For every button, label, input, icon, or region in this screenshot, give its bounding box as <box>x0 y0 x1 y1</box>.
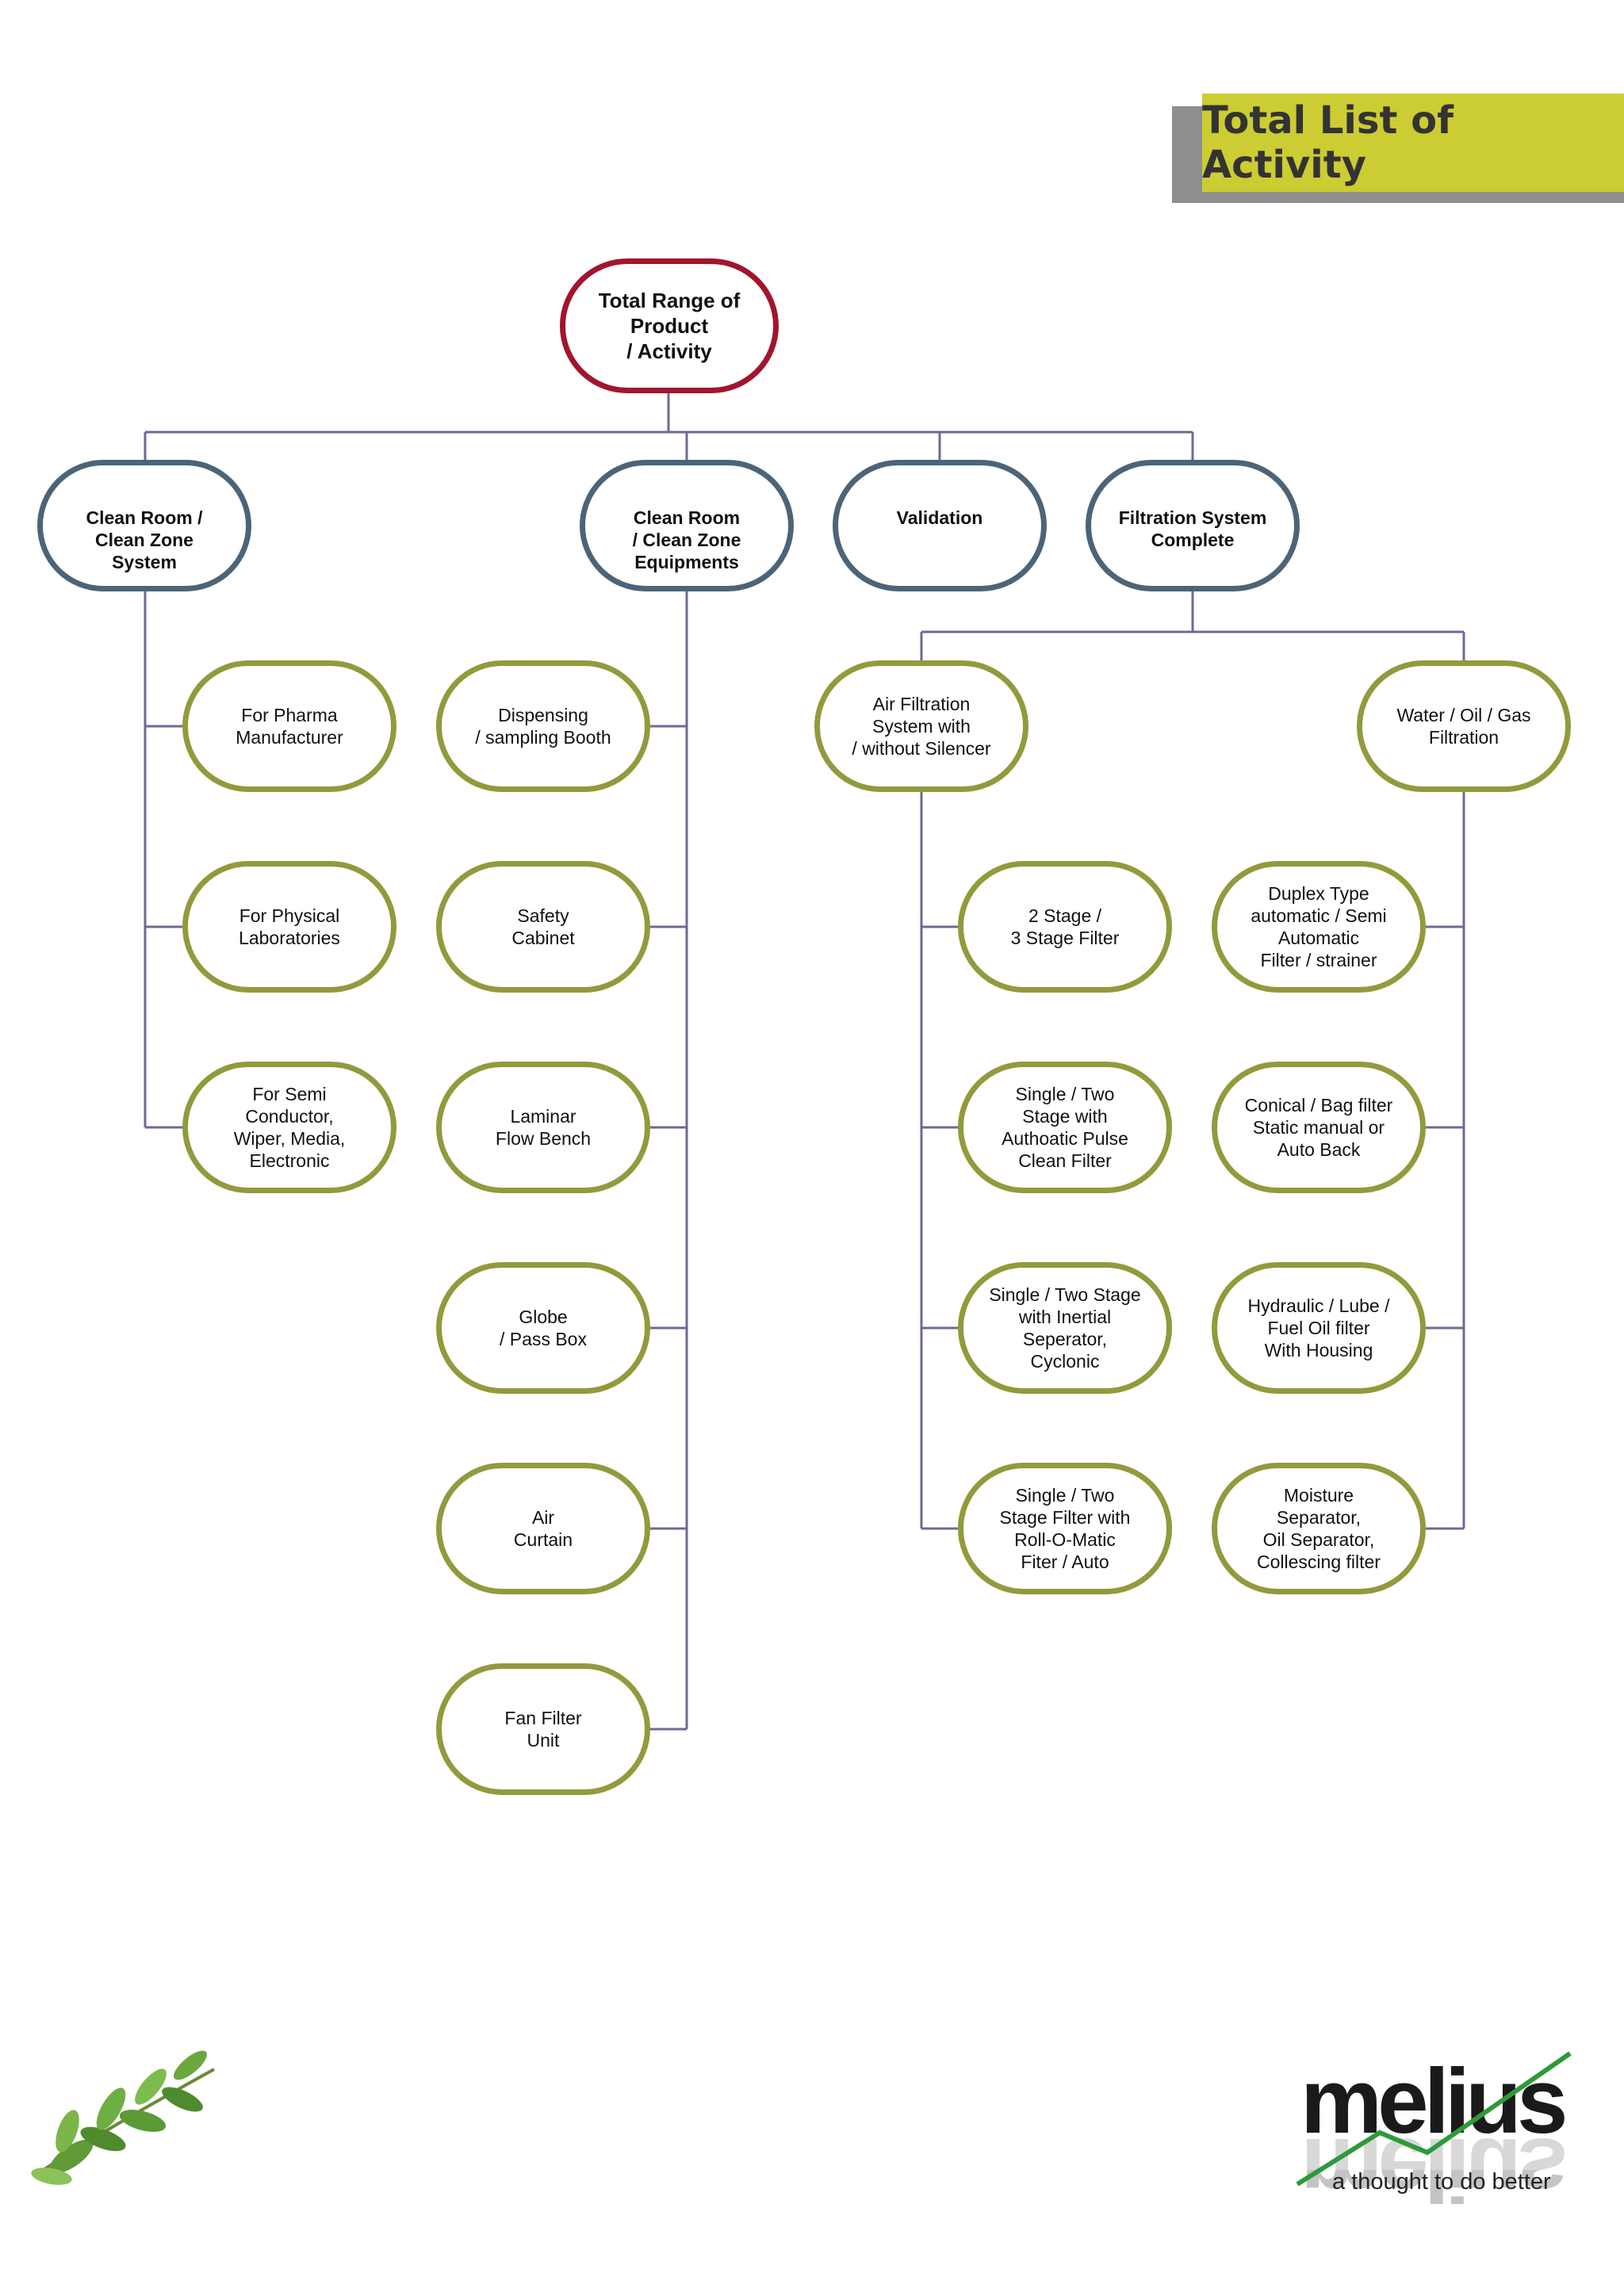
node-pulse-clean-filter: Single / Two Stage with Authoatic Pulse … <box>958 1062 1172 1193</box>
node-inertial-separator: Single / Two Stage with Inertial Seperat… <box>958 1262 1172 1394</box>
node-label: Air Filtration System with / without Sil… <box>852 693 990 760</box>
node-label: Hydraulic / Lube / Fuel Oil filter With … <box>1248 1295 1390 1361</box>
node-moisture-separator: Moisture Separator, Oil Separator, Colle… <box>1212 1463 1426 1594</box>
node-clean-room-equipments: Clean Room / Clean Zone Equipments <box>580 460 794 591</box>
root-label: Total Range of Product / Activity <box>599 288 741 364</box>
node-air-curtain: Air Curtain <box>436 1463 650 1594</box>
node-label: Laminar Flow Bench <box>496 1105 591 1150</box>
node-label: Dispensing / sampling Booth <box>475 704 611 748</box>
node-label: Single / Two Stage with Inertial Seperat… <box>989 1284 1140 1372</box>
node-label: Fan Filter Unit <box>504 1707 581 1751</box>
node-label: Clean Room / Clean Zone Equipments <box>633 507 741 573</box>
node-validation: Validation <box>833 460 1047 591</box>
node-stage-filter: 2 Stage / 3 Stage Filter <box>958 861 1172 993</box>
node-duplex-filter: Duplex Type automatic / Semi Automatic F… <box>1212 861 1426 993</box>
node-air-filtration: Air Filtration System with / without Sil… <box>814 660 1028 792</box>
root-node: Total Range of Product / Activity <box>560 258 779 393</box>
node-label: For Semi Conductor, Wiper, Media, Electr… <box>234 1083 346 1172</box>
node-water-oil-gas-filtration: Water / Oil / Gas Filtration <box>1357 660 1571 792</box>
leaf-icon <box>24 2038 230 2188</box>
node-dispensing-booth: Dispensing / sampling Booth <box>436 660 650 792</box>
node-label: For Physical Laboratories <box>239 905 340 949</box>
node-hydraulic-lube-filter: Hydraulic / Lube / Fuel Oil filter With … <box>1212 1262 1426 1394</box>
node-pharma-manufacturer: For Pharma Manufacturer <box>182 660 396 792</box>
node-fan-filter-unit: Fan Filter Unit <box>436 1663 650 1795</box>
node-label: Globe / Pass Box <box>500 1306 587 1350</box>
node-label: Water / Oil / Gas Filtration <box>1396 704 1530 748</box>
node-label: For Pharma Manufacturer <box>236 704 343 748</box>
brand-tagline: a thought to do better <box>1332 2169 1551 2195</box>
node-clean-room-system: Clean Room / Clean Zone System <box>37 460 251 591</box>
node-label: Single / Two Stage Filter with Roll-O-Ma… <box>1000 1484 1131 1573</box>
node-label: Single / Two Stage with Authoatic Pulse … <box>1002 1083 1128 1172</box>
node-laminar-flow-bench: Laminar Flow Bench <box>436 1062 650 1193</box>
node-label: Clean Room / Clean Zone System <box>86 507 203 573</box>
node-label: Conical / Bag filter Static manual or Au… <box>1245 1094 1393 1161</box>
node-roll-o-matic-filter: Single / Two Stage Filter with Roll-O-Ma… <box>958 1463 1172 1594</box>
node-globe-pass-box: Globe / Pass Box <box>436 1262 650 1394</box>
node-safety-cabinet: Safety Cabinet <box>436 861 650 993</box>
node-filtration-system: Filtration System Complete <box>1086 460 1300 591</box>
node-label: Safety Cabinet <box>511 905 574 949</box>
node-label: 2 Stage / 3 Stage Filter <box>1011 905 1120 949</box>
node-label: Moisture Separator, Oil Separator, Colle… <box>1257 1484 1381 1573</box>
node-physical-laboratories: For Physical Laboratories <box>182 861 396 993</box>
node-label: Duplex Type automatic / Semi Automatic F… <box>1251 882 1386 971</box>
node-semi-conductor: For Semi Conductor, Wiper, Media, Electr… <box>182 1062 396 1193</box>
node-label: Filtration System Complete <box>1119 507 1267 551</box>
node-label: Validation <box>897 507 983 529</box>
node-label: Air Curtain <box>514 1506 573 1551</box>
node-conical-bag-filter: Conical / Bag filter Static manual or Au… <box>1212 1062 1426 1193</box>
